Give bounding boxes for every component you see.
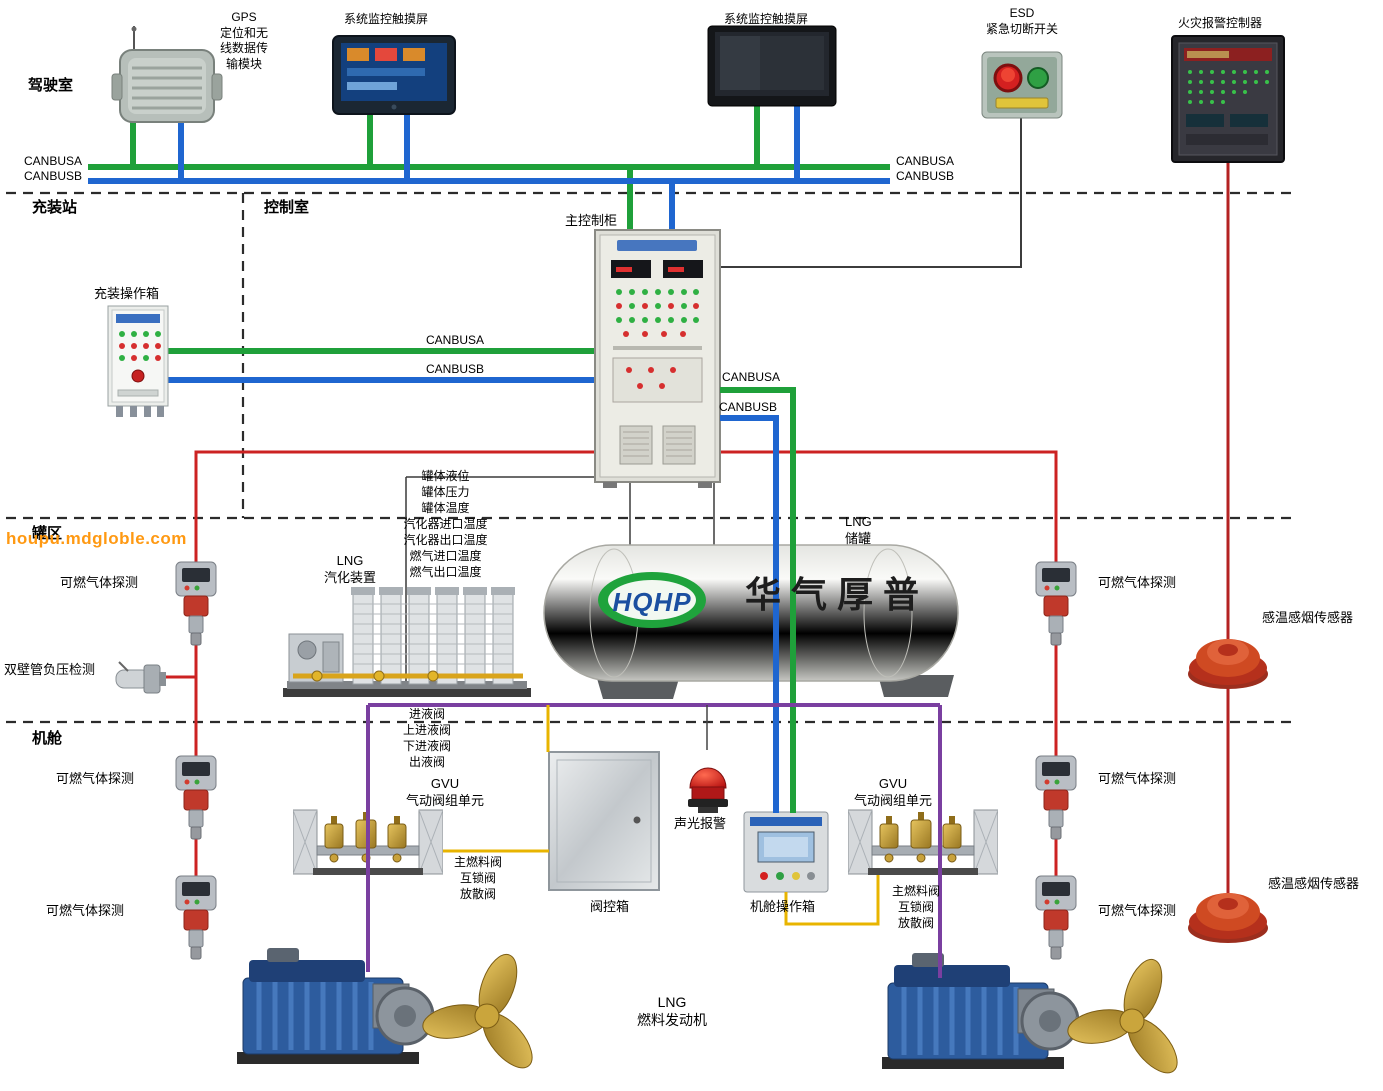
tank-sensor-list: 罐体液位 罐体压力 罐体温度 汽化器进口温度 汽化器出口温度 燃气进口温度 燃气… (403, 469, 488, 579)
canbus-b-label-right: CANBUSB (896, 169, 955, 183)
fuel-valve-lines (443, 705, 880, 926)
gas-detector-engine-right-2 (1035, 875, 1077, 960)
touchscreen-1 (332, 35, 456, 115)
gas-detector-label-tank-right: 可燃气体探测 (1098, 575, 1177, 590)
lng-engine-right (882, 953, 1186, 1081)
lng-vaporizer (283, 587, 531, 697)
canbus-a-label-left: CANBUSA (24, 154, 83, 168)
gas-detector-tank-left (175, 561, 217, 646)
valve-control-lines (366, 703, 942, 978)
canbus-a-label-cabinet: CANBUSA (722, 370, 781, 384)
canbus-a-label-right: CANBUSA (896, 154, 955, 168)
gas-detector-engine-left-1 (175, 755, 217, 840)
liquid-valve-list: 进液阀 上进液阀 下进液阀 出液阀 (402, 707, 451, 769)
tank-label: LNG 储罐 (845, 514, 872, 546)
engine-label: LNG 燃料发动机 (637, 994, 707, 1029)
watermark: houpu.mdgloble.com (6, 529, 187, 548)
valve-box-label: 阀控箱 (590, 899, 630, 914)
canbus-b-label-left: CANBUSB (24, 169, 83, 183)
smoke-sensor-label-top: 感温感烟传感器 (1262, 610, 1354, 625)
canbus-drop-lines (720, 387, 796, 813)
zone-label-engine: 机舱 (32, 730, 63, 747)
gas-detector-tank-right (1035, 561, 1077, 646)
lng-storage-tank (543, 544, 959, 699)
tank-logo-text: HQHP (612, 587, 692, 617)
canbus-b-label-cabinet: CANBUSB (719, 400, 778, 414)
gps-module (111, 26, 223, 123)
vacuum-detector (115, 661, 166, 694)
smoke-sensor-top (1188, 639, 1268, 689)
engine-room-op-box (743, 811, 829, 893)
esd-switch (981, 51, 1063, 119)
fuel-valve-list-left: 主燃料阀 互锁阀 放散阀 (453, 855, 502, 901)
gas-detector-label-engine-right-2: 可燃气体探测 (1098, 903, 1177, 918)
canbus-a-lines (88, 106, 890, 354)
gvu-right (848, 809, 998, 876)
zone-label-tank: 罐区 (32, 525, 63, 542)
zone-separator-lines (6, 191, 1292, 724)
touchscreen-2-label: 系统监控触摸屏 (724, 12, 809, 26)
gps-label: GPS 定位和无 线数据传 输模块 (219, 10, 268, 71)
smoke-sensor-label-bottom: 感温感烟传感器 (1268, 876, 1360, 891)
op-box-label: 机舱操作箱 (750, 899, 816, 914)
zone-label-bridge: 驾驶室 (28, 77, 74, 94)
gas-detector-label-engine-left-1: 可燃气体探测 (56, 771, 135, 786)
smoke-sensor-bottom (1188, 893, 1268, 943)
fuel-valve-list-right: 主燃料阀 互锁阀 放散阀 (891, 884, 940, 930)
gas-detector-label-tank-left: 可燃气体探测 (60, 575, 139, 590)
lng-engine-left (237, 948, 541, 1076)
zone-label-filling: 充装站 (32, 199, 78, 216)
esd-label: ESD 紧急切断开关 (985, 6, 1058, 36)
canbus-b-label-mid: CANBUSB (426, 362, 485, 376)
zone-label-control: 控制室 (264, 199, 310, 216)
gas-detector-label-engine-right-1: 可燃气体探测 (1098, 771, 1177, 786)
vaporizer-label: LNG 汽化装置 (323, 553, 376, 585)
tank-brand-text: 华气厚普 (745, 574, 930, 616)
gas-detector-engine-right-1 (1035, 755, 1077, 840)
fire-alarm-controller (1171, 35, 1285, 163)
gas-detector-label-engine-left-2: 可燃气体探测 (46, 903, 125, 918)
gvu-right-label: GVU 气动阀组单元 (853, 776, 932, 808)
main-cabinet-label: 主控制柜 (565, 213, 618, 228)
canbus-b-lines (88, 106, 890, 383)
vacuum-detector-label: 双壁管负压检测 (4, 662, 96, 677)
sound-light-alarm (688, 767, 728, 813)
filling-operation-box (107, 305, 169, 417)
main-control-cabinet (594, 229, 721, 488)
esd-signal-line (720, 118, 1022, 268)
canbus-a-label-mid: CANBUSA (426, 333, 485, 347)
fire-controller-label: 火灾报警控制器 (1178, 16, 1263, 30)
valve-control-box (548, 751, 660, 891)
gvu-left-label: GVU 气动阀组单元 (405, 776, 484, 808)
touchscreen-1-label: 系统监控触摸屏 (344, 12, 429, 26)
touchscreen-2 (707, 25, 837, 107)
filling-box-label: 充装操作箱 (94, 286, 160, 301)
gas-detector-engine-left-2 (175, 875, 217, 960)
alarm-label: 声光报警 (674, 816, 727, 831)
